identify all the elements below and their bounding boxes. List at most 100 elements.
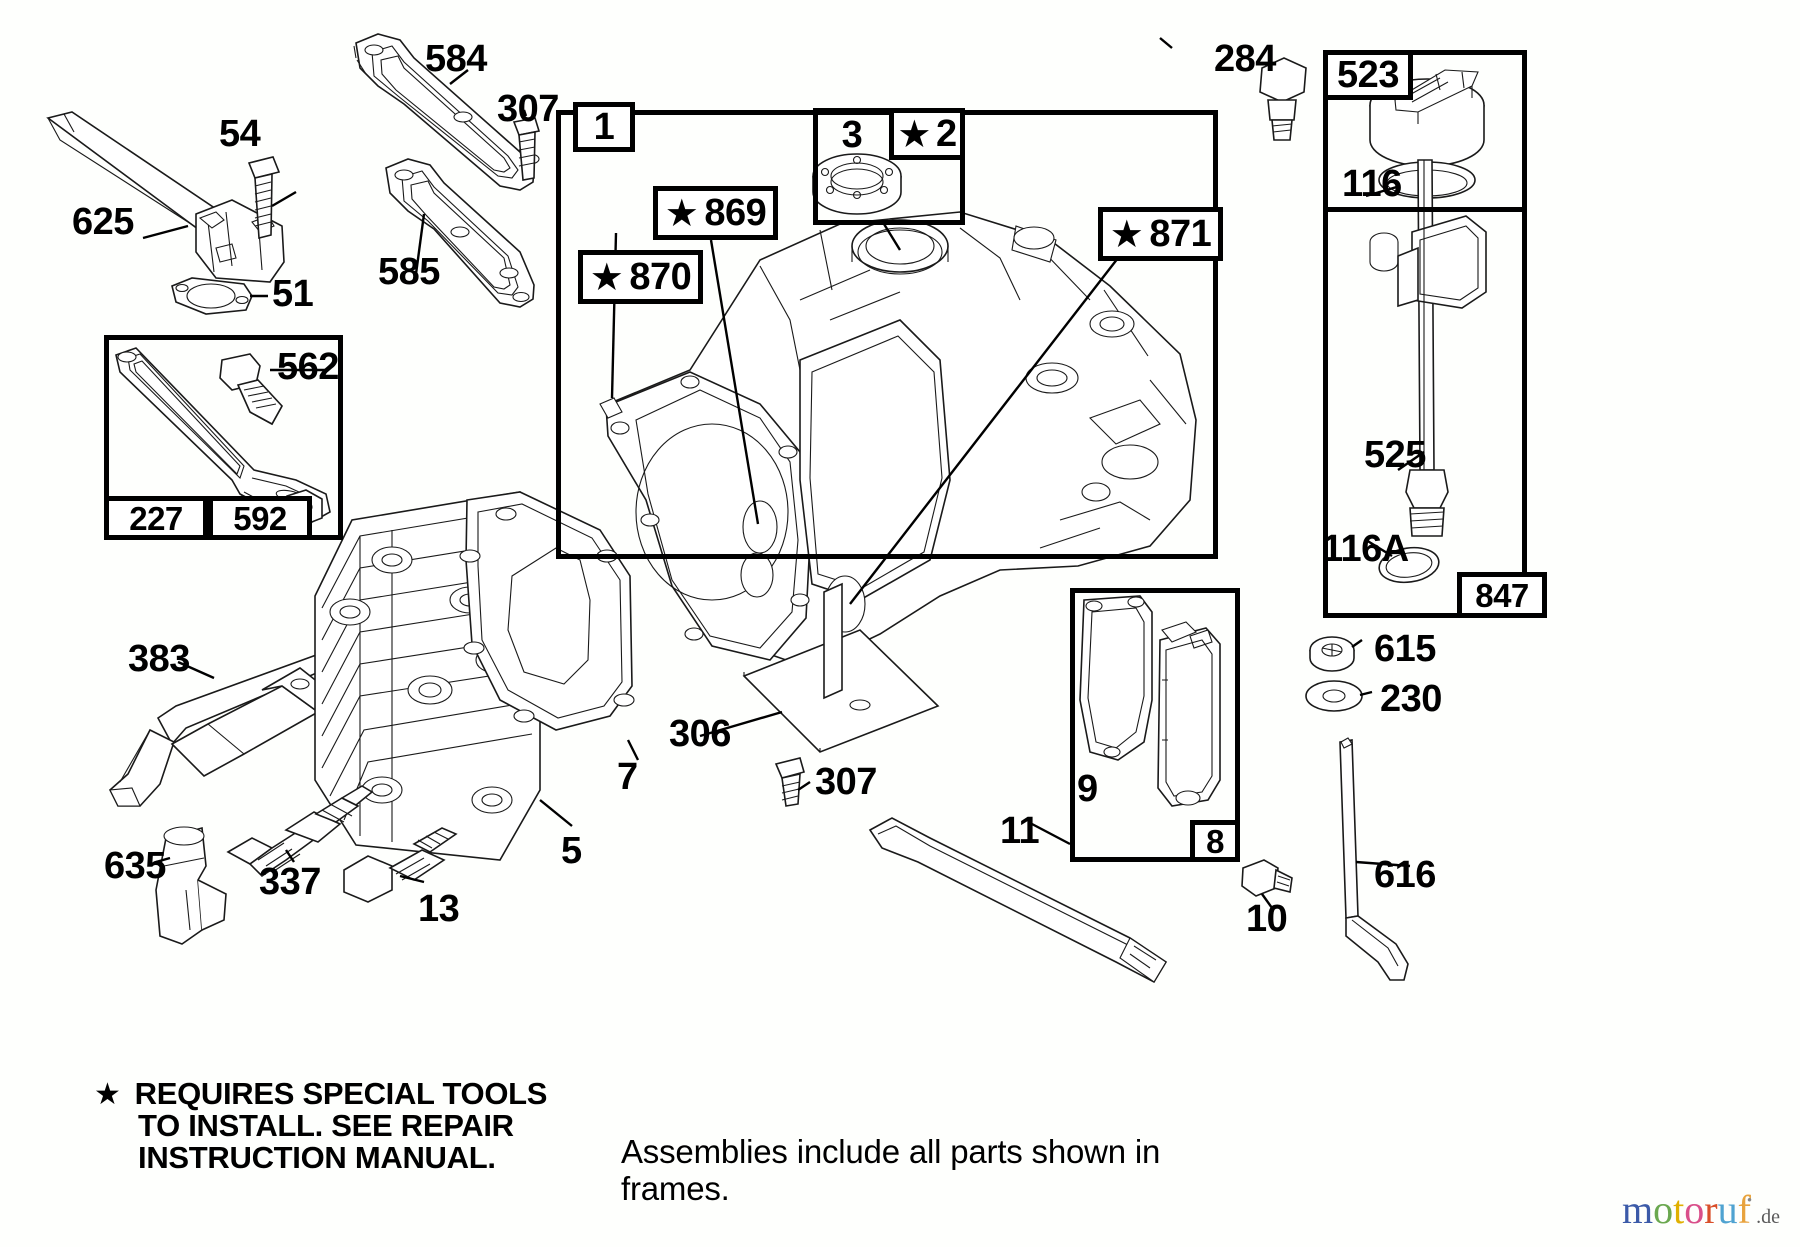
callout-307-bottom[interactable]: 307 <box>815 763 877 801</box>
callout-51-label: 51 <box>272 273 314 315</box>
assemblies-line2: frames. <box>621 1169 730 1207</box>
callout-230[interactable]: 230 <box>1380 680 1442 718</box>
callout-box-871-label: 871 <box>1149 213 1212 255</box>
callout-625-label: 625 <box>72 201 134 243</box>
callout-615[interactable]: 615 <box>1374 630 1436 668</box>
special-tools-line2: TO INSTALL. SEE REPAIR <box>138 1108 514 1144</box>
part-585-gasket <box>386 159 534 307</box>
logo-letter-f: f <box>1737 1187 1751 1232</box>
callout-box-8-label: 8 <box>1206 822 1224 860</box>
part-307-screw-top <box>514 118 539 180</box>
logo-dot: • <box>1746 1193 1753 1209</box>
part-116A-oring <box>1377 544 1441 586</box>
callout-box-592-label: 592 <box>233 499 287 537</box>
callout-box-3[interactable]: 3 <box>815 110 889 160</box>
part-11-tool-bar <box>870 818 1166 982</box>
callout-5[interactable]: 5 <box>561 832 582 870</box>
part-562-bolt <box>220 354 282 424</box>
part-337-spark-plug <box>228 786 372 876</box>
star-icon: ★ <box>664 191 699 235</box>
frame-muffler-assembly <box>1070 588 1240 862</box>
callout-306[interactable]: 306 <box>669 715 731 753</box>
callout-116A[interactable]: 116A <box>1322 530 1409 568</box>
callout-54-label: 54 <box>219 113 261 155</box>
part-616-rod <box>1340 738 1408 980</box>
callout-7[interactable]: 7 <box>617 758 638 796</box>
callout-box-869[interactable]: ★ 869 <box>653 186 778 240</box>
callout-13-label: 13 <box>418 888 460 930</box>
callout-box-523[interactable]: 523 <box>1323 50 1413 100</box>
callout-116-label: 116 <box>1342 163 1402 205</box>
callout-625[interactable]: 625 <box>72 203 134 241</box>
callout-box-847[interactable]: 847 <box>1457 572 1547 618</box>
callout-box-8[interactable]: 8 <box>1190 820 1240 862</box>
callout-box-1[interactable]: 1 <box>573 102 635 152</box>
callout-box-847-label: 847 <box>1475 576 1529 614</box>
callout-116[interactable]: 116 <box>1342 165 1402 203</box>
callout-7-label: 7 <box>617 756 638 798</box>
part-615-spacer <box>1310 637 1354 671</box>
callout-306-label: 306 <box>669 713 731 755</box>
callout-10[interactable]: 10 <box>1246 900 1288 938</box>
callout-616[interactable]: 616 <box>1374 856 1436 894</box>
callout-525[interactable]: 525 <box>1364 436 1426 474</box>
callout-525-label: 525 <box>1364 434 1426 476</box>
callout-5-label: 5 <box>561 830 582 872</box>
part-10-plug <box>1242 860 1292 896</box>
callout-307-top[interactable]: 307 <box>497 90 559 128</box>
callout-585-label: 585 <box>378 251 440 293</box>
callout-box-3-label: 3 <box>841 114 863 156</box>
part-307-screw-bottom <box>776 758 804 806</box>
logo-letter-o1: o <box>1653 1187 1674 1232</box>
callout-562[interactable]: 562 <box>277 348 339 386</box>
part-1-engine-block <box>600 212 1196 752</box>
star-icon: ★ <box>589 255 624 299</box>
callout-9-label: 9 <box>1077 768 1098 810</box>
callout-337[interactable]: 337 <box>259 863 321 901</box>
part-383-pipe <box>110 650 338 806</box>
assemblies-line1: Assemblies include all parts shown in <box>621 1133 1161 1170</box>
callout-11-label: 11 <box>1000 810 1040 852</box>
part-635-plug-boot <box>156 827 226 944</box>
callout-307-top-label: 307 <box>497 88 559 130</box>
callout-box-523-label: 523 <box>1337 54 1399 96</box>
special-tools-line3: INSTRUCTION MANUAL. <box>138 1140 496 1176</box>
callout-635[interactable]: 635 <box>104 847 166 885</box>
callout-box-870[interactable]: ★ 870 <box>578 250 703 304</box>
star-icon: ★ <box>1109 212 1144 256</box>
callout-box-592[interactable]: 592 <box>208 496 312 540</box>
callout-box-2-label: 2 <box>935 113 957 155</box>
callout-box-227[interactable]: 227 <box>104 496 208 540</box>
part-13-bolt <box>344 828 456 902</box>
callout-562-label: 562 <box>277 346 339 388</box>
callout-11[interactable]: 11 <box>1000 810 1040 852</box>
callout-54[interactable]: 54 <box>219 113 261 155</box>
callout-9[interactable]: 9 <box>1077 770 1098 808</box>
motoruf-watermark-logo[interactable]: motoruf•.de <box>1622 1190 1780 1230</box>
part-284-bolt <box>1260 58 1306 140</box>
logo-tld: .de <box>1756 1206 1781 1228</box>
special-tools-note: ★REQUIRES SPECIAL TOOLS TO INSTALL. SEE … <box>94 1076 548 1176</box>
callout-box-869-label: 869 <box>704 192 767 234</box>
callout-584-label: 584 <box>425 38 487 80</box>
callout-584[interactable]: 584 <box>425 40 487 78</box>
callout-585[interactable]: 585 <box>378 253 440 291</box>
special-tools-line1: REQUIRES SPECIAL TOOLS <box>134 1076 548 1111</box>
callout-383[interactable]: 383 <box>128 640 190 678</box>
callout-284[interactable]: 284 <box>1214 40 1276 78</box>
callout-box-1-label: 1 <box>593 106 615 148</box>
part-8-muffler <box>1158 622 1220 806</box>
callout-box-2[interactable]: ★ 2 <box>889 108 965 160</box>
callout-635-label: 635 <box>104 845 166 887</box>
logo-letter-t: t <box>1673 1187 1685 1232</box>
frame-oil-cap-subassembly <box>1323 50 1527 212</box>
callout-13[interactable]: 13 <box>418 888 460 930</box>
callout-box-871[interactable]: ★ 871 <box>1098 207 1223 261</box>
part-9-muffler-gasket <box>1080 596 1152 760</box>
leader-lines <box>143 38 1424 908</box>
logo-letter-m: m <box>1622 1187 1654 1232</box>
callout-51[interactable]: 51 <box>272 273 314 315</box>
callout-616-label: 616 <box>1374 854 1436 896</box>
